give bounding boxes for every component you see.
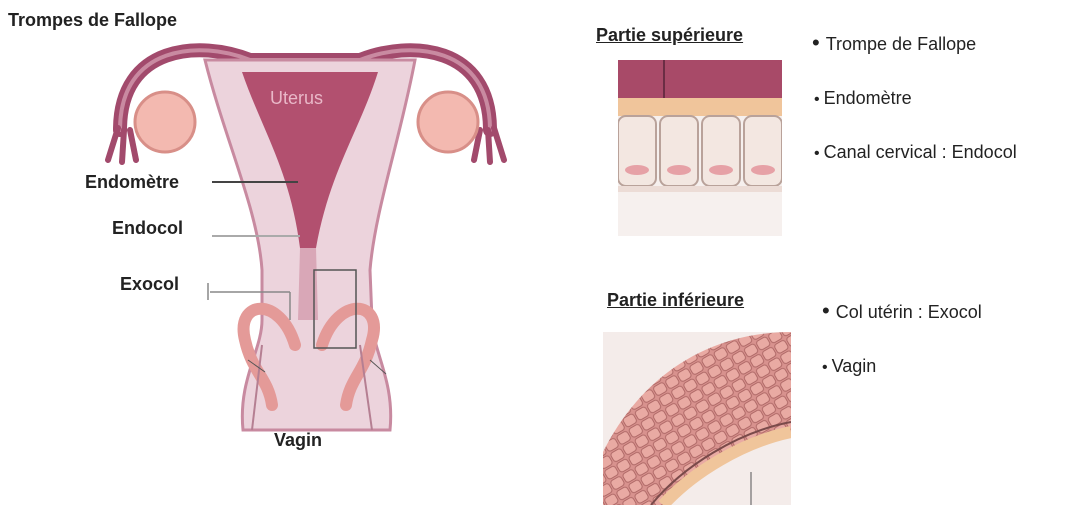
bullet-icon: • <box>822 359 828 376</box>
cervical-canal <box>298 248 318 320</box>
label-endometrium: Endomètre <box>85 172 179 193</box>
bullet-icon: • <box>814 145 820 162</box>
left-fimbriae <box>108 128 136 162</box>
right-fimbriae <box>474 128 504 162</box>
bullet-icon: • <box>822 298 830 323</box>
lower-tissue-image <box>603 332 791 505</box>
upper-item-fallopian-tube: •Trompe de Fallope <box>812 30 976 56</box>
label-exocervix: Exocol <box>120 274 179 295</box>
upper-item-endometrium: •Endomètre <box>814 88 912 109</box>
lower-heading: Partie inférieure <box>607 290 744 311</box>
upper-tissue-image <box>618 60 782 236</box>
label-vagina: Vagin <box>274 430 322 451</box>
lower-item-exocervix: •Col utérin : Exocol <box>822 298 982 324</box>
upper-heading: Partie supérieure <box>596 25 743 46</box>
label-uterus: Uterus <box>270 88 323 109</box>
bullet-icon: • <box>814 91 820 108</box>
left-ovary <box>135 92 195 152</box>
right-ovary <box>418 92 478 152</box>
lower-item-vagina: •Vagin <box>822 356 876 377</box>
bullet-icon: • <box>812 30 820 55</box>
label-endocervix: Endocol <box>112 218 183 239</box>
upper-item-cervical-canal: •Canal cervical : Endocol <box>814 142 1017 163</box>
label-fallopian-tubes: Trompes de Fallope <box>8 10 177 31</box>
